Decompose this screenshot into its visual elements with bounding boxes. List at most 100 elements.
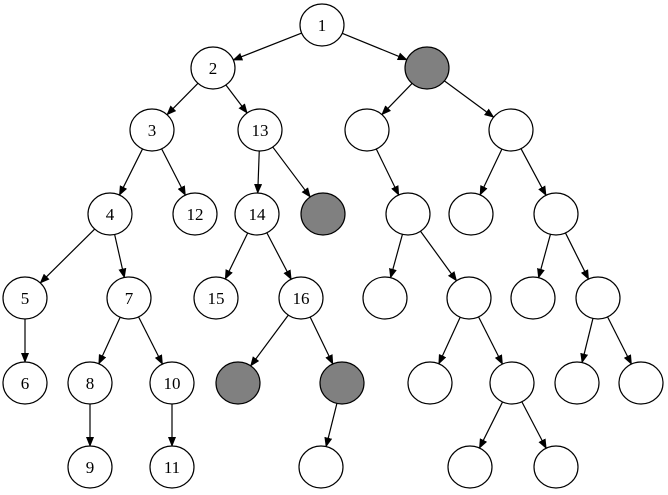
tree-node-n3: 3 xyxy=(129,108,175,152)
edge-n14-n15 xyxy=(224,232,249,280)
tree-node-bF xyxy=(448,192,494,236)
node-label: 12 xyxy=(187,205,204,224)
edge-bG-bK xyxy=(564,232,590,280)
edge-gA-bB xyxy=(381,83,413,116)
edge-bE-bI xyxy=(420,230,458,282)
edge-n2-n3 xyxy=(166,82,199,116)
node-label: 13 xyxy=(252,121,269,140)
edge-n13-gD xyxy=(272,146,311,198)
tree-node-n2: 2 xyxy=(190,46,236,90)
edge-n1-gA xyxy=(341,32,408,61)
edge-bO-bS xyxy=(478,401,504,449)
tree-node-bS xyxy=(447,445,493,489)
node-shape xyxy=(67,361,113,405)
tree-node-bN xyxy=(407,361,453,405)
node-shape xyxy=(172,192,218,236)
node-shape xyxy=(362,276,408,320)
node-shape xyxy=(618,361,664,405)
node-label: 8 xyxy=(86,374,95,393)
node-label: 10 xyxy=(164,374,181,393)
node-label: 11 xyxy=(164,458,180,477)
node-shape xyxy=(67,445,113,489)
node-shape xyxy=(407,361,453,405)
node-label: 2 xyxy=(209,59,218,78)
node-shape xyxy=(385,192,431,236)
node-shape xyxy=(149,361,195,405)
tree-node-bG xyxy=(533,192,579,236)
shaded-node-shape xyxy=(300,192,346,236)
node-shape xyxy=(237,108,283,152)
tree-node-gA xyxy=(404,46,450,90)
node-shape xyxy=(446,276,492,320)
node-shape xyxy=(234,192,280,236)
shaded-node-shape xyxy=(404,46,450,90)
shaded-node-shape xyxy=(319,361,365,405)
tree-node-bT xyxy=(533,445,579,489)
node-shape xyxy=(190,46,236,90)
node-shape xyxy=(575,276,621,320)
tree-node-gL xyxy=(215,361,261,405)
edge-gA-bC xyxy=(444,80,495,118)
shaded-node-shape xyxy=(215,361,261,405)
node-shape xyxy=(554,361,600,405)
tree-node-gM xyxy=(319,361,365,405)
node-shape xyxy=(149,445,195,489)
edge-n4-n5 xyxy=(39,228,96,284)
node-shape xyxy=(344,108,390,152)
edge-bI-bO xyxy=(478,316,503,365)
edge-n7-n8 xyxy=(98,316,121,365)
edge-bI-bN xyxy=(438,316,461,365)
edge-bO-bT xyxy=(521,401,547,450)
tree-node-n11: 11 xyxy=(149,445,195,489)
node-shape xyxy=(510,276,556,320)
edge-n16-gL xyxy=(250,314,289,367)
edge-bC-bF xyxy=(479,148,503,196)
edge-bK-bQ xyxy=(607,316,632,365)
tree-node-n12: 12 xyxy=(172,192,218,236)
edge-n1-n2 xyxy=(232,32,302,61)
node-label: 6 xyxy=(21,374,30,393)
edge-n14-n16 xyxy=(266,232,292,281)
node-shape xyxy=(298,445,344,489)
tree-node-n1: 1 xyxy=(299,3,345,47)
edge-bC-bG xyxy=(520,148,547,197)
edge-n2-n13 xyxy=(225,84,248,114)
edge-bE-bH xyxy=(389,234,404,279)
tree-node-bQ xyxy=(618,361,664,405)
node-shape xyxy=(278,276,324,320)
node-shape xyxy=(299,3,345,47)
node-shape xyxy=(448,192,494,236)
tree-node-bC xyxy=(488,108,534,152)
tree-node-n14: 14 xyxy=(234,192,280,236)
tree-node-n5: 5 xyxy=(2,276,48,320)
node-label: 3 xyxy=(148,121,157,140)
node-label: 4 xyxy=(106,205,115,224)
node-shape xyxy=(106,276,152,320)
node-shape xyxy=(533,445,579,489)
node-label: 9 xyxy=(86,458,95,477)
edge-bG-bJ xyxy=(537,234,552,279)
tree-node-n6: 6 xyxy=(2,361,48,405)
tree-node-bR xyxy=(298,445,344,489)
tree-node-bI xyxy=(446,276,492,320)
tree-node-bB xyxy=(344,108,390,152)
node-shape xyxy=(193,276,239,320)
edge-n13-n14 xyxy=(254,150,263,195)
tree-node-bE xyxy=(385,192,431,236)
node-label: 1 xyxy=(318,16,327,35)
edge-n3-n12 xyxy=(161,148,186,197)
tree-node-gD xyxy=(300,192,346,236)
node-label: 15 xyxy=(208,289,225,308)
node-shape xyxy=(87,192,133,236)
edge-gM-bR xyxy=(324,403,338,448)
tree-node-bP xyxy=(554,361,600,405)
tree-node-n8: 8 xyxy=(67,361,113,405)
node-shape xyxy=(447,445,493,489)
edge-n4-n7 xyxy=(114,234,127,279)
node-shape xyxy=(489,361,535,405)
tree-node-bK xyxy=(575,276,621,320)
node-shape xyxy=(129,108,175,152)
tree-node-n16: 16 xyxy=(278,276,324,320)
node-shape xyxy=(533,192,579,236)
